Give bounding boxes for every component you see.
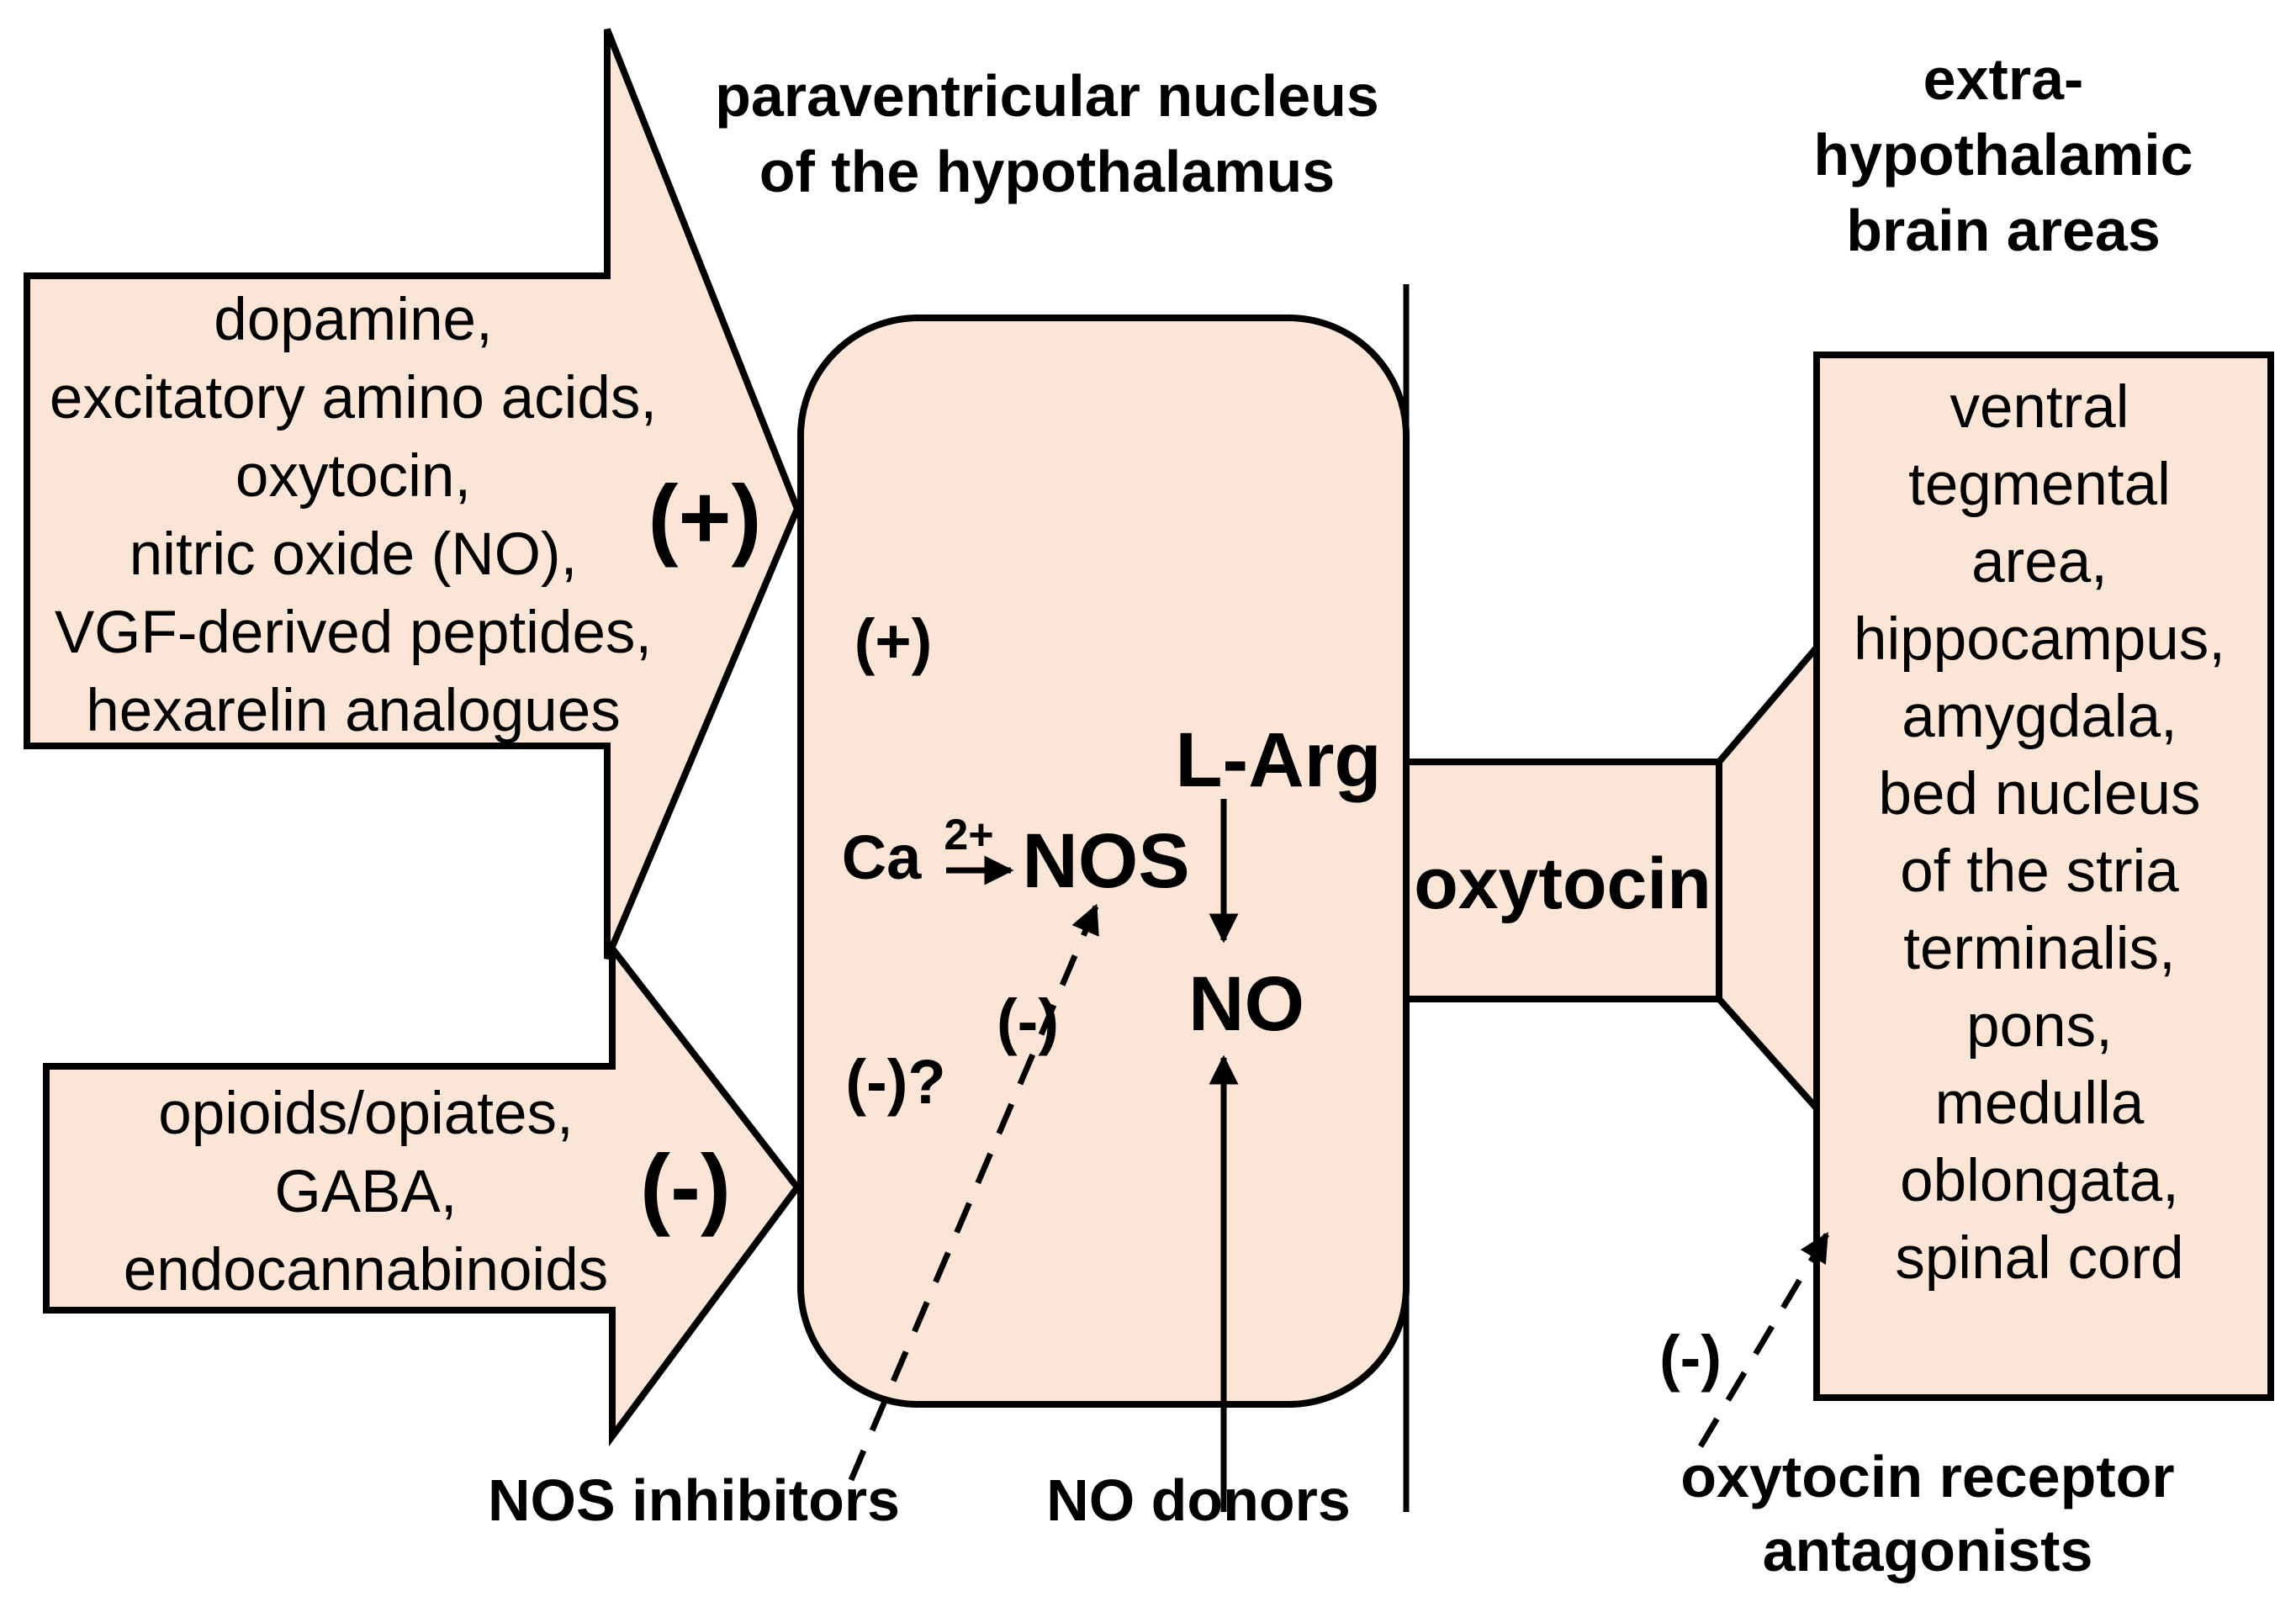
nos-inhibitors-label: NOS inhibitors: [488, 1467, 900, 1533]
target-area-item: oblongata,: [1900, 1148, 2179, 1214]
target-area-item: bed nucleus: [1879, 761, 2201, 827]
target-area-item: terminalis,: [1903, 916, 2176, 982]
inhibitory-input-arrow: [43, 938, 802, 1447]
target-area-item: of the stria: [1900, 838, 2179, 905]
inhibitory-item: endocannabinoids: [124, 1237, 608, 1303]
extra-header-line-1: extra-: [1923, 46, 2084, 112]
pvn-header-line-1: paraventricular nucleus: [715, 63, 1379, 129]
inhibitory-item: opioids/opiates,: [158, 1081, 573, 1147]
target-area-item: amygdala,: [1902, 684, 2177, 750]
calcium-charge: 2+: [944, 811, 993, 859]
excitatory-item: hexarelin analogues: [86, 678, 621, 744]
inhibitory-list: opioids/opiates, GABA, endocannabinoids: [124, 1081, 608, 1303]
target-area-item: area,: [1971, 529, 2108, 595]
extra-header: extra- hypothalamic brain areas: [1813, 46, 2193, 263]
target-area-item: pons,: [1966, 993, 2113, 1060]
target-area-item: medulla: [1935, 1070, 2145, 1137]
excitatory-list: dopamine, excitatory amino acids, oxytoc…: [50, 287, 657, 744]
excitatory-input-arrow: [24, 28, 801, 960]
target-areas-list: ventral tegmental area, hippocampus, amy…: [1854, 374, 2225, 1292]
excitatory-item: nitric oxide (NO),: [130, 521, 578, 588]
target-area-item: ventral: [1949, 374, 2129, 441]
inhibitory-item: GABA,: [274, 1159, 457, 1225]
no-label: NO: [1188, 961, 1304, 1047]
receptor-antagonists-line-1: oxytocin receptor: [1680, 1444, 2174, 1509]
output-funnel: [1716, 638, 1820, 1118]
target-area-item: spinal cord: [1895, 1225, 2183, 1292]
oxytocin-output-label: oxytocin: [1414, 843, 1711, 924]
l-arg-label: L-Arg: [1175, 717, 1381, 803]
extra-header-line-2: hypothalamic: [1813, 122, 2193, 188]
receptor-antagonists-line-2: antagonists: [1763, 1518, 2093, 1583]
pvn-header: paraventricular nucleus of the hypothala…: [715, 63, 1379, 204]
uncertain-inhibition-label: (-)?: [845, 1047, 945, 1117]
target-area-item: tegmental: [1908, 452, 2171, 518]
excitatory-item: excitatory amino acids,: [50, 365, 657, 431]
target-areas-box: [1813, 352, 2274, 1401]
cell-plus-sign: (+): [854, 606, 933, 676]
antagonist-dashed-arrow: [1697, 1231, 1830, 1448]
excitatory-item: VGF-derived peptides,: [55, 600, 652, 666]
excitatory-item: oxytocin,: [235, 443, 471, 510]
extra-header-line-3: brain areas: [1846, 198, 2161, 263]
nos-label: NOS: [1022, 818, 1189, 904]
pvn-header-line-2: of the hypothalamus: [759, 139, 1335, 204]
inhibitory-sign: (-): [640, 1135, 731, 1237]
antagonist-sign: (-): [1659, 1323, 1722, 1393]
excitatory-item: dopamine,: [214, 287, 493, 353]
no-donors-label: NO donors: [1046, 1467, 1351, 1533]
calcium-label: Ca: [842, 822, 922, 892]
excitatory-sign: (+): [648, 466, 762, 568]
target-area-item: hippocampus,: [1854, 606, 2225, 673]
